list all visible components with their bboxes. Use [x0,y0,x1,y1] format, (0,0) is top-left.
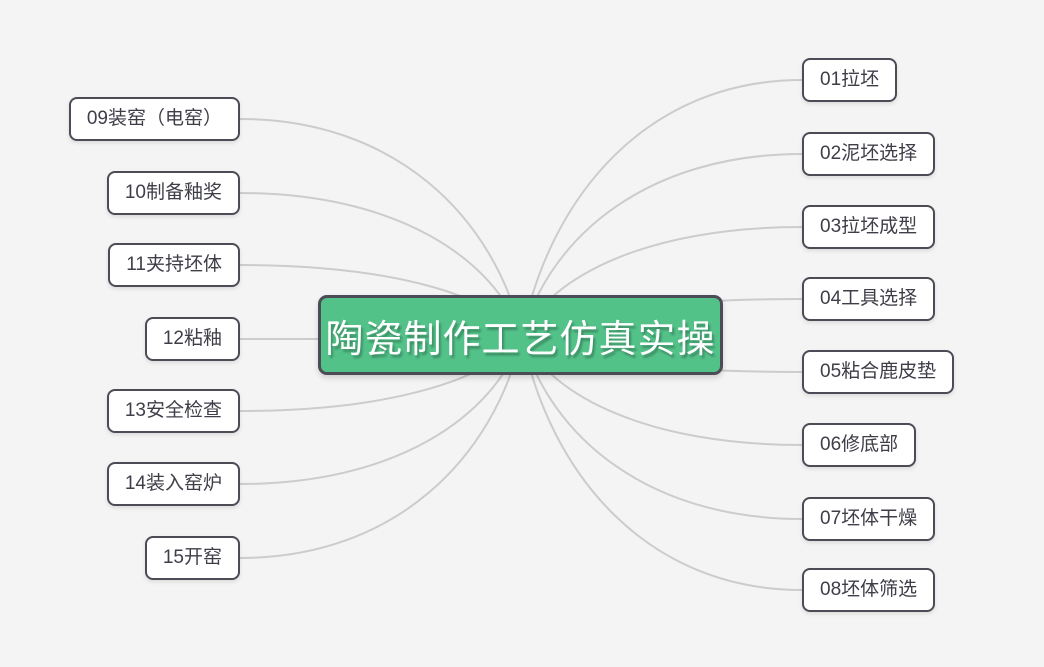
mindmap-node-03[interactable]: 03拉坯成型 [802,205,936,249]
mindmap-node-01[interactable]: 01拉坯 [802,58,898,102]
connector-line [239,118,523,337]
mindmap-node-06[interactable]: 06修底部 [802,423,917,467]
mindmap-node-15[interactable]: 15开窑 [144,536,240,580]
connector-line [521,79,803,337]
mindmap-node-10[interactable]: 10制备釉奖 [106,171,240,215]
mindmap-node-13[interactable]: 13安全检查 [106,389,240,433]
mindmap-node-05[interactable]: 05粘合鹿皮垫 [802,350,955,394]
mindmap-node-02[interactable]: 02泥坯选择 [802,132,936,176]
connector-line [239,335,523,559]
mindmap-node-07[interactable]: 07坯体干燥 [802,497,936,541]
mindmap-node-08[interactable]: 08坯体筛选 [802,568,936,612]
mindmap-node-09[interactable]: 09装窑（电窑） [68,97,240,141]
connector-line [521,335,803,591]
connector-line [521,335,803,520]
center-topic-node[interactable]: 陶瓷制作工艺仿真实操 [318,295,723,375]
mindmap-node-04[interactable]: 04工具选择 [802,277,936,321]
mindmap-node-11[interactable]: 11夹持坯体 [108,243,240,287]
mindmap-node-12[interactable]: 12粘釉 [144,317,240,361]
mindmap-node-14[interactable]: 14装入窑炉 [106,462,240,506]
